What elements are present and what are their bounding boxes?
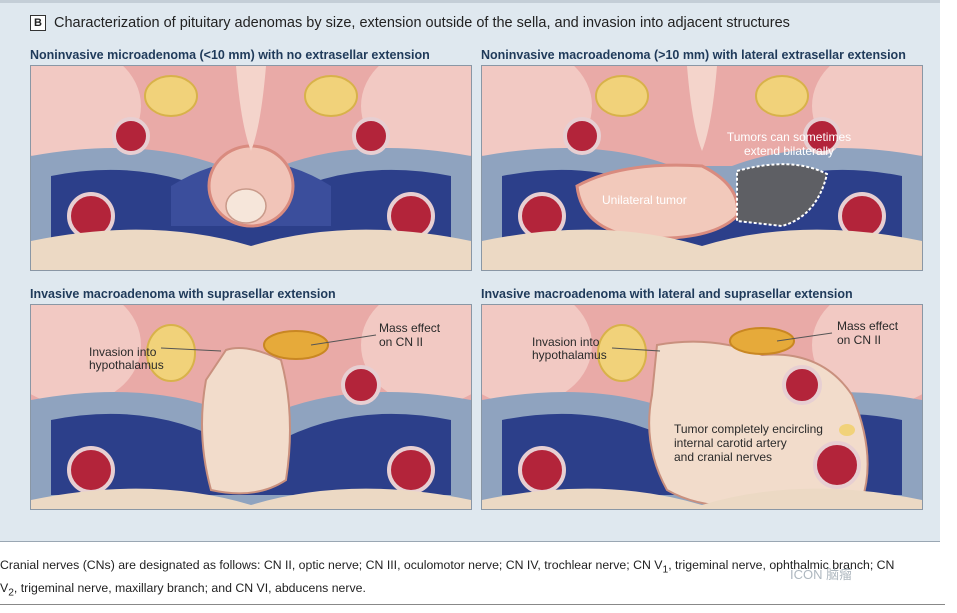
illustration-lateral-macroadenoma: Unilateral tumor Tumors can sometimes ex…	[481, 65, 923, 271]
illustration-microadenoma	[30, 65, 472, 271]
panel-header: B Characterization of pituitary adenomas…	[30, 12, 790, 34]
anatomy-drawing	[31, 66, 471, 270]
label-encircling-1: Tumor completely encircling	[674, 422, 823, 436]
quadrant-title-1: Noninvasive microadenoma (<10 mm) with n…	[30, 48, 430, 62]
label-mass-effect-1: Mass effect	[379, 321, 441, 335]
label-invasion-2: hypothalamus	[89, 358, 164, 372]
watermark: ICON 脑瘤	[790, 567, 853, 582]
label-mass-effect-2: on CN II	[379, 335, 424, 349]
label-encircling-3: and cranial nerves	[674, 450, 773, 464]
caption-text-2: , trigeminal nerve, maxillary branch; an…	[13, 581, 366, 596]
figure-panel: B Characterization of pituitary adenomas…	[0, 0, 940, 542]
anatomy-drawing	[31, 305, 471, 509]
quadrant-title-3: Invasive macroadenoma with suprasellar e…	[30, 287, 336, 301]
illustration-suprasellar-invasive: Invasion into hypothalamus Mass effect o…	[30, 304, 472, 510]
caption-text-2-start: V	[0, 581, 9, 596]
figure-caption: Cranial nerves (CNs) are designated as f…	[0, 556, 945, 603]
label-bilateral-1: Tumors can sometimes	[726, 130, 852, 144]
label-bilateral-2: extend bilaterally	[743, 144, 835, 158]
label-unilateral-tumor: Unilateral tumor	[602, 193, 687, 207]
caption-text-1: Cranial nerves (CNs) are designated as f…	[0, 558, 663, 572]
label-invasion-2: hypothalamus	[532, 348, 607, 362]
label-invasion-1: Invasion into	[89, 345, 157, 359]
top-rule	[0, 0, 940, 3]
panel-title: Characterization of pituitary adenomas b…	[54, 15, 790, 31]
panel-letter: B	[30, 15, 46, 31]
caption-text-1-end: , trigeminal nerve, ophthalmic branch; C…	[668, 558, 895, 572]
anatomy-drawing	[482, 66, 922, 270]
label-invasion-1: Invasion into	[532, 335, 600, 349]
quadrant-title-2: Noninvasive macroadenoma (>10 mm) with l…	[481, 48, 906, 62]
label-mass-effect-2: on CN II	[837, 333, 882, 347]
caption-line-2: V2, trigeminal nerve, maxillary branch; …	[0, 579, 945, 602]
illustration-lateral-suprasellar-invasive: Invasion into hypothalamus Mass effect o…	[481, 304, 923, 510]
caption-line-1: Cranial nerves (CNs) are designated as f…	[0, 556, 945, 579]
anatomy-drawing	[482, 305, 922, 509]
bottom-rule	[0, 604, 945, 605]
label-mass-effect-1: Mass effect	[837, 319, 899, 333]
caption-sub-2: 2	[8, 587, 14, 599]
caption-sub-1: 1	[662, 564, 669, 576]
label-encircling-2: internal carotid artery	[674, 436, 787, 450]
quadrant-title-4: Invasive macroadenoma with lateral and s…	[481, 287, 853, 301]
